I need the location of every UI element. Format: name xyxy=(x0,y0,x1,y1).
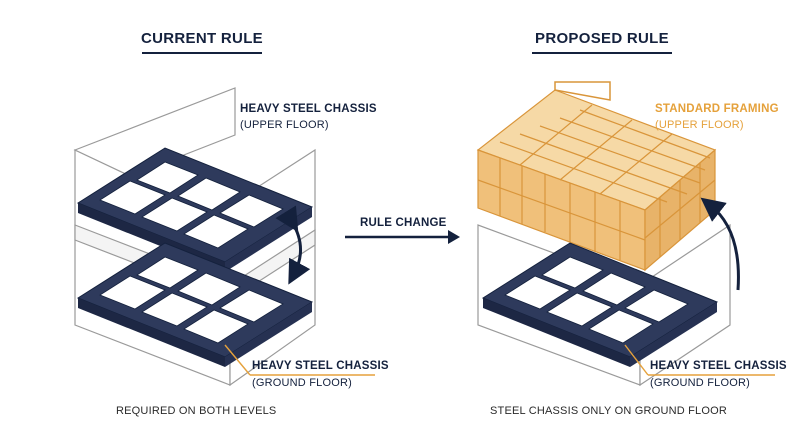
proposed-ground-leader xyxy=(624,344,649,376)
current-upper-sublabel: (UPPER FLOOR) xyxy=(240,119,329,131)
proposed-upper-sublabel: (UPPER FLOOR) xyxy=(655,119,744,131)
proposed-ground-sublabel: (GROUND FLOOR) xyxy=(650,377,750,389)
rule-change-arrowhead xyxy=(448,230,460,244)
current-double-arrow xyxy=(275,205,311,285)
proposed-ground-chassis xyxy=(481,242,719,367)
current-ground-sublabel: (GROUND FLOOR) xyxy=(252,377,352,389)
rule-change-label: RULE CHANGE xyxy=(360,217,447,229)
proposed-upper-label: STANDARD FRAMING xyxy=(655,103,779,115)
proposed-rule-title: PROPOSED RULE xyxy=(535,30,669,47)
current-rule-title: CURRENT RULE xyxy=(141,30,263,47)
proposed-caption: STEEL CHASSIS ONLY ON GROUND FLOOR xyxy=(490,405,728,417)
current-upper-label: HEAVY STEEL CHASSIS xyxy=(240,103,377,115)
current-ground-chassis xyxy=(76,242,314,367)
current-title-underline xyxy=(142,52,262,54)
proposed-title-underline xyxy=(532,52,672,54)
current-ground-label: HEAVY STEEL CHASSIS xyxy=(252,360,389,372)
current-upper-chassis xyxy=(76,147,314,272)
proposed-timber-frame xyxy=(476,81,717,272)
proposed-ground-label: HEAVY STEEL CHASSIS xyxy=(650,360,787,372)
proposed-curved-arrow xyxy=(700,197,740,291)
current-caption: REQUIRED ON BOTH LEVELS xyxy=(116,405,277,417)
current-ground-leader xyxy=(224,344,251,376)
